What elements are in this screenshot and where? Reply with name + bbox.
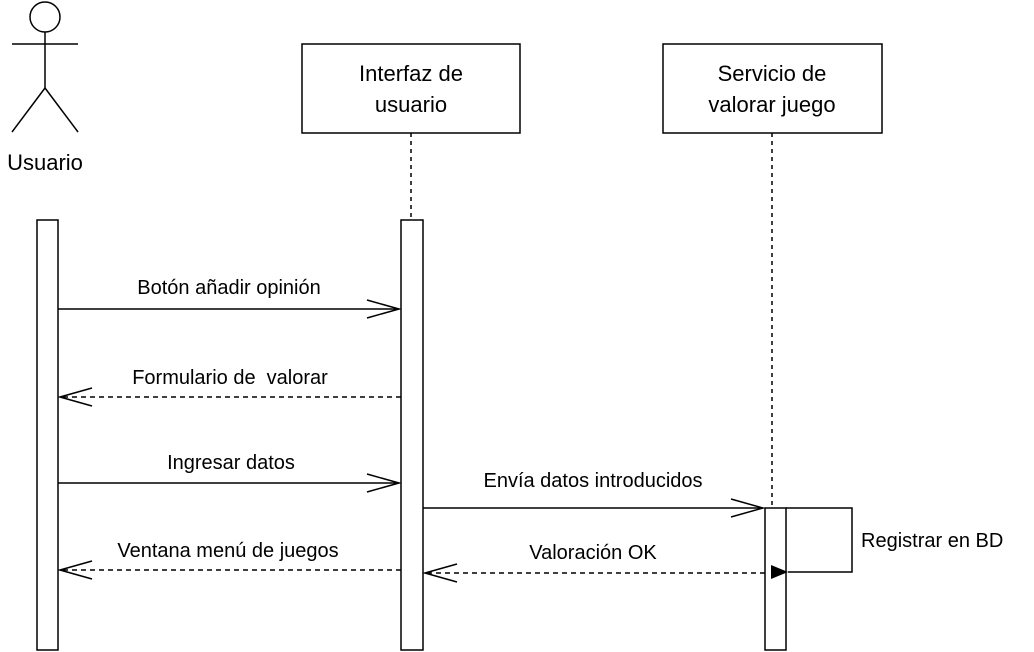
participant-label-line1: Servicio de [718, 61, 827, 86]
message-arrow [771, 507, 853, 579]
message-label: Envía datos introducidos [483, 470, 702, 492]
message-valoracion-ok: Valoración OK [425, 542, 765, 573]
participant-label-line2: valorar juego [708, 92, 835, 117]
message-label: Formulario de valorar [132, 367, 328, 389]
message-label: Ventana menú de juegos [117, 540, 338, 562]
actor-right-leg [44, 87, 79, 133]
message-ventana-menu-de-juegos: Ventana menú de juegos [60, 540, 401, 570]
participant-box [301, 43, 521, 134]
message-label: Ingresar datos [167, 452, 295, 474]
message-formulario-de-valorar: Formulario de valorar [60, 367, 401, 397]
participant-interfaz-usuario: Interfaz de usuario [301, 43, 521, 220]
message-label: Valoración OK [529, 542, 657, 564]
message-label: Registrar en BD [861, 530, 1003, 552]
message-envia-datos-introducidos: Envía datos introducidos [423, 470, 763, 508]
actor-left-leg [11, 87, 46, 133]
actor-head-icon [29, 1, 61, 33]
actor-label: Usuario [7, 150, 83, 175]
participant-servicio-valorar-juego: Servicio de valorar juego [662, 43, 883, 508]
message-boton-anadir-opinion: Botón añadir opinión [58, 277, 399, 309]
message-registrar-en-bd: Registrar en BD [771, 507, 1003, 579]
participant-label-line2: usuario [375, 92, 447, 117]
actor-usuario: Usuario [7, 1, 83, 175]
message-ingresar-datos: Ingresar datos [58, 452, 399, 483]
activation-bar-interfaz [400, 219, 424, 651]
message-label: Botón añadir opinión [137, 277, 320, 299]
activation-bar-usuario [36, 219, 59, 651]
participant-box [662, 43, 883, 134]
participant-label-line1: Interfaz de [359, 61, 463, 86]
activation-bar-servicio [764, 507, 787, 651]
